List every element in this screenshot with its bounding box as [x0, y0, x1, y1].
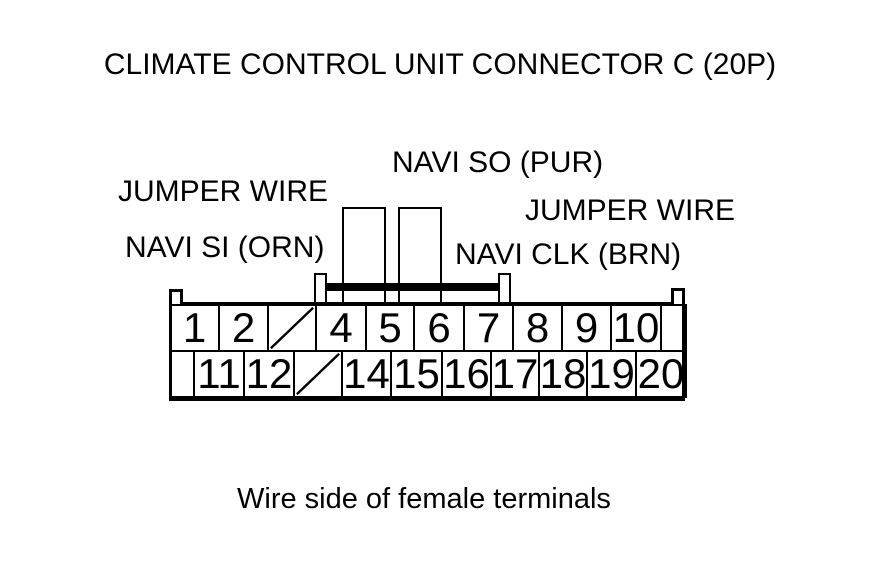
jumper-wire-loop-right [398, 207, 442, 285]
pin-cell-8: 8 [512, 304, 563, 352]
wire-stub [440, 285, 442, 306]
latch-ear-left [314, 273, 327, 304]
pin-cell-7: 7 [463, 304, 514, 352]
slash-icon [269, 306, 315, 350]
pin-cell-16: 16 [441, 350, 492, 398]
label-jumper-wire-left: JUMPER WIRE [118, 175, 328, 208]
label-jumper-wire-right: JUMPER WIRE [525, 194, 735, 227]
pin-cell-1: 1 [169, 304, 220, 352]
pin-cell-15: 15 [390, 350, 443, 398]
pin-cell-2: 2 [218, 304, 269, 352]
label-navi-clk: NAVI CLK (BRN) [455, 238, 682, 271]
no-pin-cell [267, 304, 317, 352]
wire-stub [384, 285, 386, 306]
pin-cell-12: 12 [243, 350, 295, 398]
connector-body-right-edge [682, 288, 685, 401]
pin-cell-4: 4 [315, 304, 367, 352]
diagram-title: CLIMATE CONTROL UNIT CONNECTOR C (20P) [103, 48, 777, 81]
connector-body-bottom-edge [169, 397, 685, 401]
pin-cell-19: 19 [586, 350, 637, 398]
latch-bar [315, 283, 511, 291]
wire-stub [398, 285, 400, 306]
slash-icon [295, 352, 341, 396]
pin-cell-6: 6 [413, 304, 465, 352]
caption: Wire side of female terminals [237, 483, 611, 515]
no-pin-cell [293, 350, 343, 398]
pin-cell-20: 20 [635, 350, 687, 398]
jumper-wire-loop-left [342, 207, 386, 285]
pin-cell-18: 18 [538, 350, 588, 398]
pin-cell-14: 14 [341, 350, 392, 398]
wire-stub [342, 285, 344, 306]
pin-cell-17: 17 [490, 350, 540, 398]
blank-cell [660, 304, 687, 352]
blank-cell [169, 350, 195, 398]
latch-ear-right [498, 273, 511, 304]
pin-cell-5: 5 [365, 304, 415, 352]
pin-cell-10: 10 [610, 304, 662, 352]
label-navi-so: NAVI SO (PUR) [392, 146, 604, 179]
label-navi-si: NAVI SI (ORN) [125, 231, 325, 264]
pin-cell-11: 11 [193, 350, 245, 398]
pin-cell-9: 9 [561, 304, 612, 352]
